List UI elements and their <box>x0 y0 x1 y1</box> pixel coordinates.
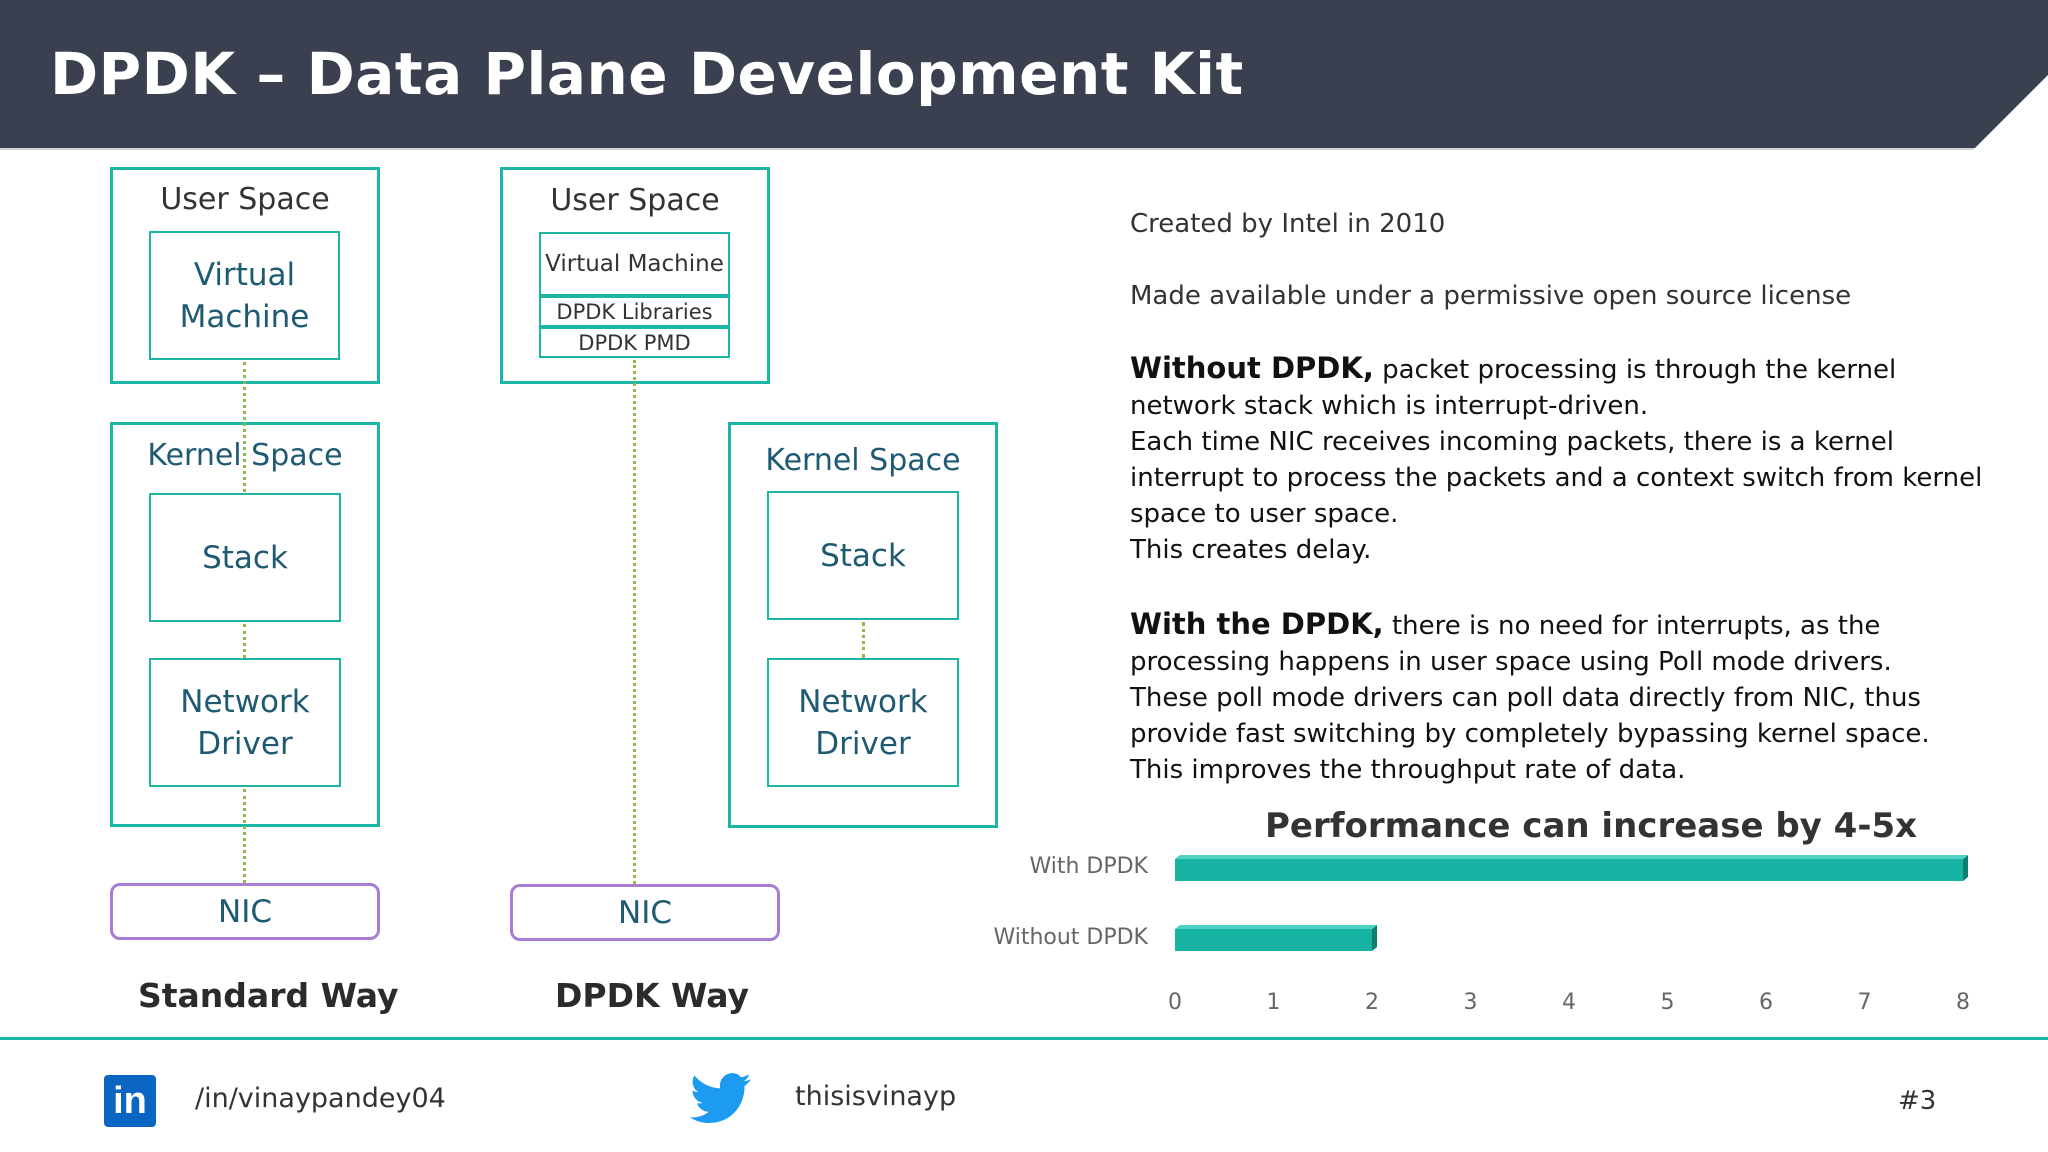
standard-virtual-machine-label: Virtual Machine <box>179 256 310 335</box>
x-tick-label: 8 <box>1956 990 1970 1015</box>
linkedin-icon[interactable]: in <box>104 1075 156 1127</box>
bar-edge-1 <box>1372 925 1377 951</box>
with-dpdk-heading: With the DPDK, <box>1130 607 1384 641</box>
bar-0 <box>1175 859 1963 881</box>
standard-stack-box: Stack <box>149 493 341 622</box>
linkedin-handle[interactable]: /in/vinaypandey04 <box>195 1083 446 1114</box>
x-tick-label: 1 <box>1266 990 1281 1015</box>
banner-shape <box>0 0 2048 150</box>
dpdk-nic-label: NIC <box>618 894 672 931</box>
standard-connector-vm-kernel <box>243 362 246 492</box>
dpdk-connector-pmd-nic <box>633 360 636 884</box>
dpdk-stack-label: Stack <box>820 537 906 574</box>
bar-top-1 <box>1175 925 1377 929</box>
dpdk-libraries-label: DPDK Libraries <box>556 299 713 324</box>
dpdk-libraries-box: DPDK Libraries <box>539 296 730 327</box>
x-tick-label: 3 <box>1463 990 1478 1015</box>
dpdk-user-space-label: User Space <box>550 183 720 218</box>
without-dpdk-heading: Without DPDK, <box>1130 351 1374 385</box>
standard-connector-stack-driver <box>243 624 246 658</box>
standard-virtual-machine-box: Virtual Machine <box>149 231 340 360</box>
bar-edge-0 <box>1963 855 1968 881</box>
dpdk-connector-stack-driver <box>862 622 865 658</box>
dpdk-network-driver-box: Network Driver <box>767 658 959 787</box>
standard-connector-driver-nic <box>243 789 246 883</box>
dpdk-virtual-machine-label: Virtual Machine <box>545 251 724 277</box>
x-tick-label: 0 <box>1168 990 1182 1015</box>
page-title: DPDK – Data Plane Development Kit <box>50 40 1244 108</box>
dpdk-kernel-space-label: Kernel Space <box>765 443 961 478</box>
title-banner: DPDK – Data Plane Development Kit <box>0 0 2048 150</box>
x-tick-label: 6 <box>1759 990 1773 1015</box>
without-dpdk-line-2: Each time NIC receives incoming packets,… <box>1130 427 1983 529</box>
without-dpdk-paragraph: Without DPDK, packet processing is throu… <box>1130 350 1990 568</box>
category-label-without-dpdk: Without DPDK <box>993 925 1148 950</box>
twitter-icon[interactable] <box>690 1072 752 1126</box>
standard-network-driver-label: Network Driver <box>180 683 310 762</box>
standard-network-driver-box: Network Driver <box>149 658 341 787</box>
dpdk-pmd-label: DPDK PMD <box>578 330 691 355</box>
category-label-with-dpdk: With DPDK <box>1029 854 1148 879</box>
dpdk-pmd-box: DPDK PMD <box>539 327 730 358</box>
standard-stack-label: Stack <box>202 539 288 576</box>
footer-divider <box>0 1037 2048 1040</box>
standard-nic-label: NIC <box>218 893 272 930</box>
with-dpdk-line-1: there is no need for interrupts, as the … <box>1130 611 1892 677</box>
chart-title: Performance can increase by 4-5x <box>1265 806 1918 846</box>
with-dpdk-line-2: These poll mode drivers can poll data di… <box>1130 683 1930 749</box>
standard-user-space-label: User Space <box>160 182 330 217</box>
linkedin-logo-text: in <box>113 1080 147 1122</box>
license-line: Made available under a permissive open s… <box>1130 281 1852 311</box>
without-dpdk-line-1: packet processing is through the kernel … <box>1130 355 1897 421</box>
with-dpdk-paragraph: With the DPDK, there is no need for inte… <box>1130 606 1990 788</box>
x-tick-label: 7 <box>1857 990 1872 1015</box>
twitter-handle[interactable]: thisisvinayp <box>795 1081 957 1112</box>
created-text: Created by Intel in 2010 <box>1130 206 1990 242</box>
license-text: Made available under a permissive open s… <box>1130 278 1990 314</box>
standard-nic-box: NIC <box>110 883 380 940</box>
with-dpdk-line-3: This improves the throughput rate of dat… <box>1130 755 1686 785</box>
dpdk-nic-box: NIC <box>510 884 780 941</box>
dpdk-way-caption: DPDK Way <box>555 976 750 1015</box>
bar-top-0 <box>1175 855 1968 859</box>
x-tick-label: 5 <box>1660 990 1675 1015</box>
x-tick-label: 4 <box>1562 990 1576 1015</box>
dpdk-stack-box: Stack <box>767 491 959 620</box>
created-line: Created by Intel in 2010 <box>1130 209 1446 239</box>
standard-way-caption: Standard Way <box>138 976 399 1015</box>
dpdk-network-driver-label: Network Driver <box>798 683 928 762</box>
x-tick-label: 2 <box>1365 990 1379 1015</box>
dpdk-virtual-machine-box: Virtual Machine <box>539 232 730 296</box>
bar-1 <box>1175 929 1372 951</box>
page-number: #3 <box>1898 1086 1937 1116</box>
without-dpdk-line-3: This creates delay. <box>1130 535 1372 565</box>
